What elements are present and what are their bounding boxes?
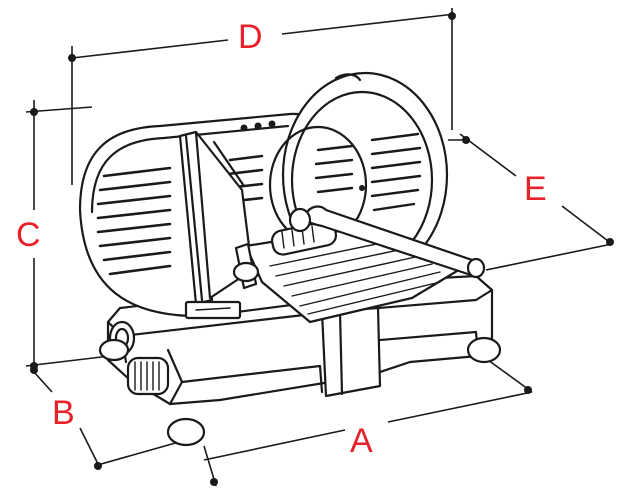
label-b: B — [52, 394, 75, 432]
label-c: C — [16, 216, 41, 254]
dimension-a — [203, 359, 533, 487]
dimension-labels: D C E B A — [16, 18, 547, 460]
dimension-lines — [25, 8, 614, 487]
dimension-b — [30, 366, 187, 470]
blade-slots — [314, 132, 422, 212]
carriage-grating — [269, 239, 441, 315]
label-e: E — [524, 170, 547, 208]
label-d: D — [238, 18, 263, 56]
label-a: A — [350, 422, 373, 460]
meat-slicer-illustration — [78, 71, 502, 447]
dimension-d — [68, 8, 456, 185]
dimension-c — [25, 100, 111, 370]
slicer-handle — [288, 205, 486, 279]
housing-vents — [96, 154, 264, 276]
slicer-pusher-post — [232, 242, 260, 290]
dimension-e — [448, 133, 614, 271]
